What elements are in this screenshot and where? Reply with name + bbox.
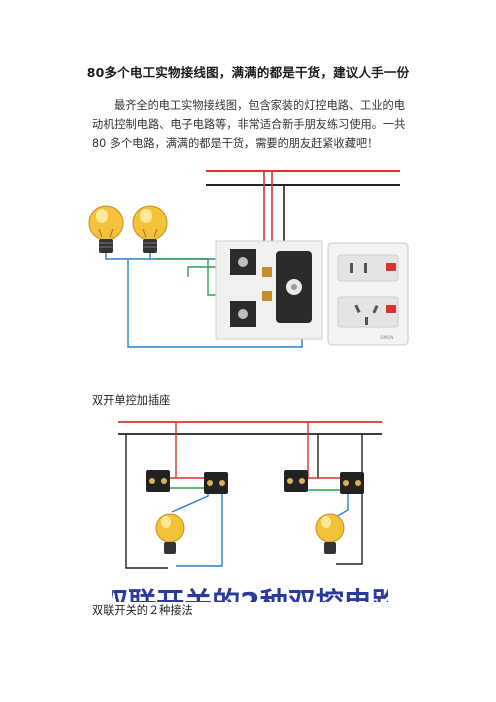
figure-two-way-switch-circuits: 双联开关的2种双控电路 [112,421,388,602]
article-intro: 最齐全的电工实物接线图，包含家装的灯控电路、工业的电动机控制电路、电子电路等，非… [92,99,406,150]
bulb-left-icon [155,513,185,554]
article-title: 80多个电工实物接线图，满满的都是干货，建议人手一份 [86,65,410,80]
switch-left-b-icon [204,472,228,494]
switch-right-a-icon [284,470,308,492]
figure-caption-2: 双联开关的２种接法 [92,604,193,617]
switch-left-a-icon [146,470,170,492]
figure-caption-1: 双开单控加插座 [92,394,171,407]
panel-brand-label: SIMON [380,335,393,340]
banner-text: 双联开关的2种双控电路 [112,586,388,602]
bulb-left-icon [88,205,124,253]
figure-double-switch-socket: SIMON [88,170,409,348]
bulb-right-icon [132,205,168,253]
switch-right-b-icon [340,472,364,494]
bulb-right-icon [315,513,345,554]
